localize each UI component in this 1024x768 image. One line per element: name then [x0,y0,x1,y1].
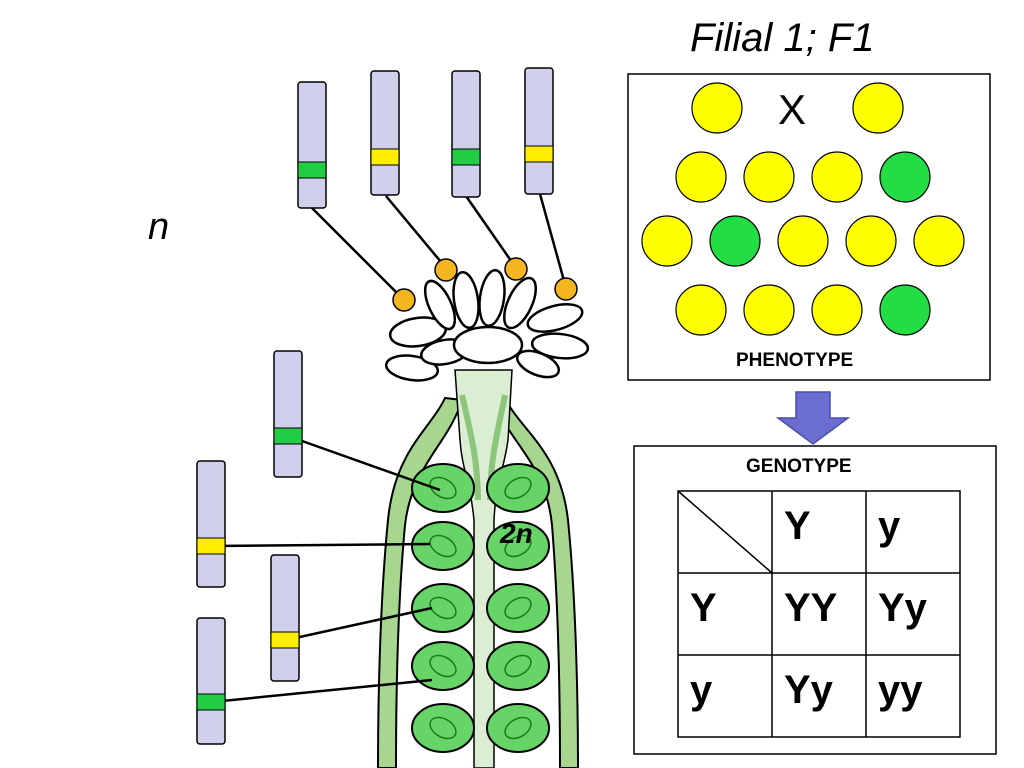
offspring-pea [913,215,965,267]
ovule-chromosome [196,460,226,588]
punnett-grid [677,490,961,738]
cross-symbol: X [778,86,807,133]
punnett-corner-diagonal [677,490,773,574]
pollen-grains [392,257,578,312]
ovule [486,703,550,753]
offspring-pea [743,284,795,336]
allele-band [297,161,327,179]
punnett-cell: Yy [878,586,927,630]
genotype-box [633,445,997,755]
pistil [376,268,590,768]
ovule [486,641,550,691]
pollen-chromosome [370,70,400,196]
punnett-cell: yy [878,668,923,712]
offspring-pea [709,215,761,267]
diploid-label: 2n [500,518,533,549]
allele-band [196,537,226,555]
genotype-label: GENOTYPE [746,456,852,477]
allele-band [273,427,303,445]
ovule [411,463,475,513]
punnett-cell: YY [784,586,838,630]
allele-band [270,631,300,649]
punnett-cell: Yy [784,668,833,712]
pollen-chromosome [524,67,554,195]
ovule [486,463,550,513]
ovules [411,463,550,753]
offspring-pea [811,151,863,203]
pollen-grain [504,257,528,281]
parent-pea [852,82,904,134]
pollen-chromosome [297,81,327,209]
punnett-col-header: Y [784,504,811,548]
ovule [411,583,475,633]
ovule [411,641,475,691]
punnett-row-header: y [690,668,713,712]
offspring-pea [811,284,863,336]
down-arrow-icon [775,391,851,445]
offspring-pea [879,284,931,336]
parent-pea [691,82,743,134]
pollen-grain [392,288,416,312]
phenotype-circles [641,82,965,336]
ovule-chromosome [273,350,303,478]
allele-band [524,145,554,163]
ovule [411,521,475,571]
pollen-chromosome [451,70,481,198]
punnett-col-header: y [878,504,901,548]
phenotype-label: PHENOTYPE [736,350,854,371]
offspring-pea [743,151,795,203]
offspring-pea [879,151,931,203]
offspring-pea [675,151,727,203]
ovule [486,583,550,633]
stigma [384,268,590,382]
offspring-pea [777,215,829,267]
allele-band [196,693,226,711]
ovule-chromosome [196,617,226,745]
allele-band [451,148,481,166]
offspring-pea [675,284,727,336]
allele-band [370,148,400,166]
ovule-chromosome [270,554,300,682]
style-inner-left [459,394,481,501]
chromosomes [196,67,554,745]
ovule [486,521,550,571]
pollen-grain [554,277,578,301]
ovule [411,703,475,753]
page-title: Filial 1; F1 [690,16,875,60]
punnett-row-header: Y [690,586,717,630]
haploid-label: n [148,206,170,248]
offspring-pea [845,215,897,267]
pollen-grain [434,258,458,282]
offspring-pea [641,215,693,267]
connector-lines [211,193,568,704]
